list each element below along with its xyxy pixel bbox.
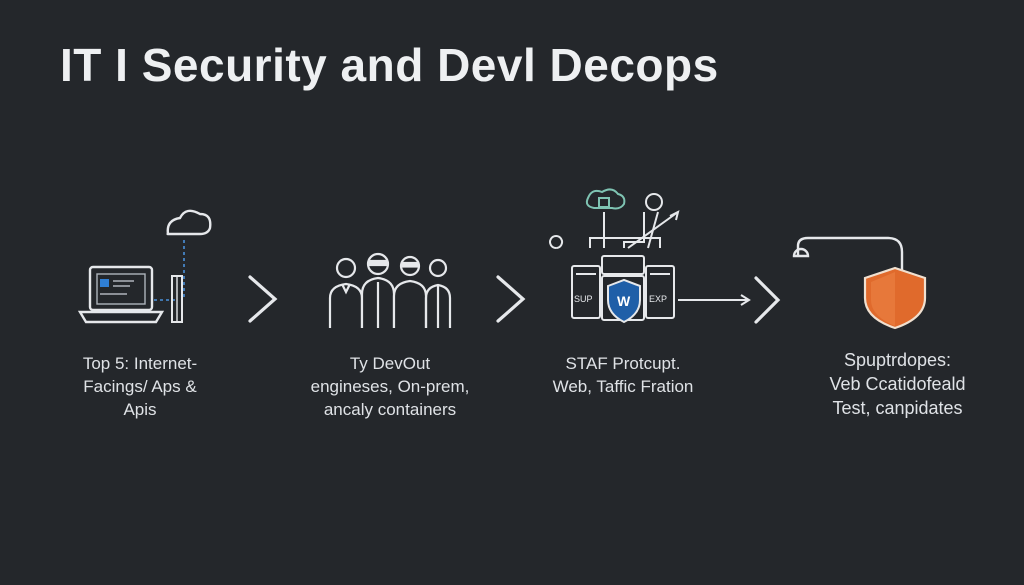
team-icon <box>328 252 452 328</box>
shield-icon <box>792 236 927 330</box>
waf-server-icon <box>549 188 781 324</box>
chevron-right-icon <box>248 275 278 323</box>
step-1-caption: Top 5: Internet- Facings/ Aps & Apis <box>82 354 198 419</box>
step-4-caption: Spuptrdopes: Veb Ccatidofeald Test, canp… <box>829 350 966 418</box>
step-2-caption: Ty DevOut engineses, On-prem, ancaly con… <box>310 354 470 419</box>
server-label-center: W <box>617 293 631 309</box>
server-label-left: SUP <box>574 294 593 304</box>
page-title: IT I Security and Devl Decops <box>60 39 719 91</box>
chevron-right-icon <box>496 275 526 323</box>
server-label-right: EXP <box>649 294 668 304</box>
step-3-caption: STAF Protcupt. Web, Taffic Fration <box>552 354 694 396</box>
laptop-cloud-icon <box>77 209 212 324</box>
